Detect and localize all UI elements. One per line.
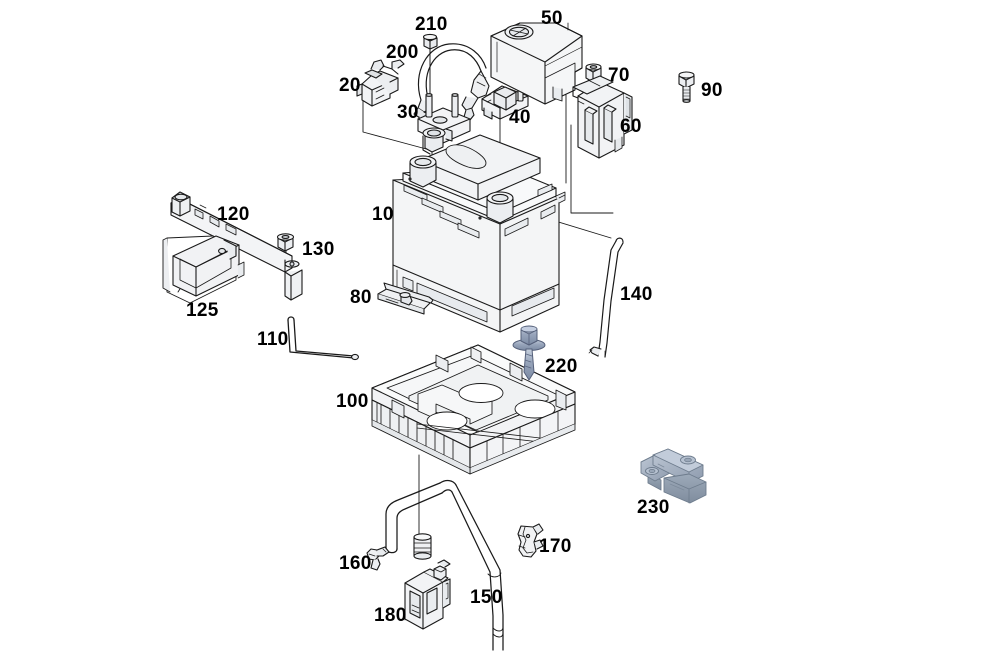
part-40-negative-terminal-clamp <box>481 83 529 120</box>
part-180-relay-module <box>404 559 451 630</box>
callout-nut: 70 <box>608 65 630 86</box>
callout-relay-module: 180 <box>374 605 407 626</box>
callout-battery: 10 <box>372 204 394 225</box>
callout-hose-clamp: 170 <box>539 536 572 557</box>
part-125-bracket <box>162 235 245 304</box>
callout-fuse-block: 60 <box>620 116 642 137</box>
part-10-battery <box>392 134 566 333</box>
callout-flange-nut: 130 <box>302 239 335 260</box>
part-50-battery-cover <box>490 22 583 105</box>
part-20-positive-terminal-clamp <box>356 59 405 107</box>
part-60-fuse-block <box>572 75 633 159</box>
callout-hold-down-rod: 110 <box>257 329 289 350</box>
callout-battery-cover: 50 <box>541 8 563 29</box>
part-160-hose-clip <box>366 546 390 571</box>
callout-battery-cable: 200 <box>386 42 419 63</box>
callout-support-rail: 120 <box>217 204 250 225</box>
part-80-hold-down-clamp <box>377 282 434 315</box>
callout-terminal-support-bracket: 30 <box>397 102 419 123</box>
callout-hex-bolt: 90 <box>701 80 723 101</box>
part-150-drain-hose <box>385 479 504 651</box>
callout-vent-tube: 140 <box>620 284 653 305</box>
callout-bracket: 125 <box>186 300 219 321</box>
part-210-cable-nut <box>422 33 438 50</box>
part-130-flange-nut <box>276 233 295 252</box>
callout-drain-hose: 150 <box>470 587 503 608</box>
part-120-support-rail <box>170 191 303 301</box>
callout-battery-hold-down-clamp: 80 <box>350 287 372 308</box>
callout-tray-screw: 220 <box>545 356 578 377</box>
callout-cable-nut: 210 <box>415 14 448 35</box>
callout-hose-clip: 160 <box>339 553 372 574</box>
part-110-hold-down-rod <box>287 316 359 361</box>
part-90-hex-bolt <box>678 71 695 103</box>
part-220-tray-screw <box>512 325 546 381</box>
callout-battery-sensor: 230 <box>637 497 670 518</box>
callout-battery-positive-terminal-clamp: 20 <box>339 75 361 96</box>
callout-battery-tray: 100 <box>336 391 369 412</box>
part-30-terminal-support-bracket <box>417 93 471 155</box>
part-230-battery-sensor <box>640 448 707 504</box>
part-140-vent-tube <box>588 237 624 358</box>
callout-negative-terminal-clamp: 40 <box>509 107 531 128</box>
part-170-hose-clamp <box>517 523 544 558</box>
part-70-nut <box>585 63 602 83</box>
